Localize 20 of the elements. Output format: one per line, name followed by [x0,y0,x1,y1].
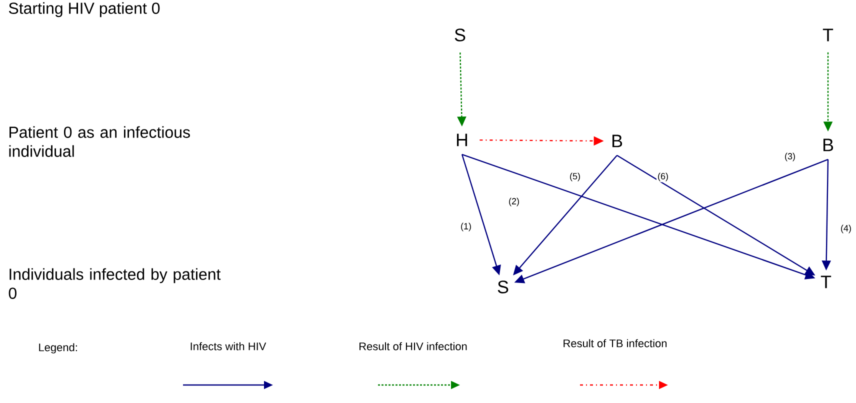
row-label: Patient 0 as an infectious individual [9,126,190,157]
node-letter: S [498,280,508,294]
edge-label: (3) [784,152,796,162]
row-label: Individuals infected by patient 0 [8,268,221,299]
edge-label: (4) [840,224,852,234]
edge-label: (1) [460,222,472,232]
node-letter: B [612,134,622,148]
node-letter: T [822,28,834,42]
edge-label: (5) [568,172,582,182]
node-letter: H [456,134,468,146]
node-letter: S [454,28,466,42]
node-letter: T [820,276,832,288]
row-label: Starting HIV patient 0 [8,2,160,18]
legend-text: Result of TB infection [564,339,667,348]
node-letter: B [823,138,834,152]
edge-label: (2) [508,196,520,208]
legend-text: Infects with HIV [190,342,266,350]
legend-text: Result of HIV infection [360,342,467,350]
edge-label: (6) [656,172,670,182]
legend-title: Legend: [39,343,77,354]
